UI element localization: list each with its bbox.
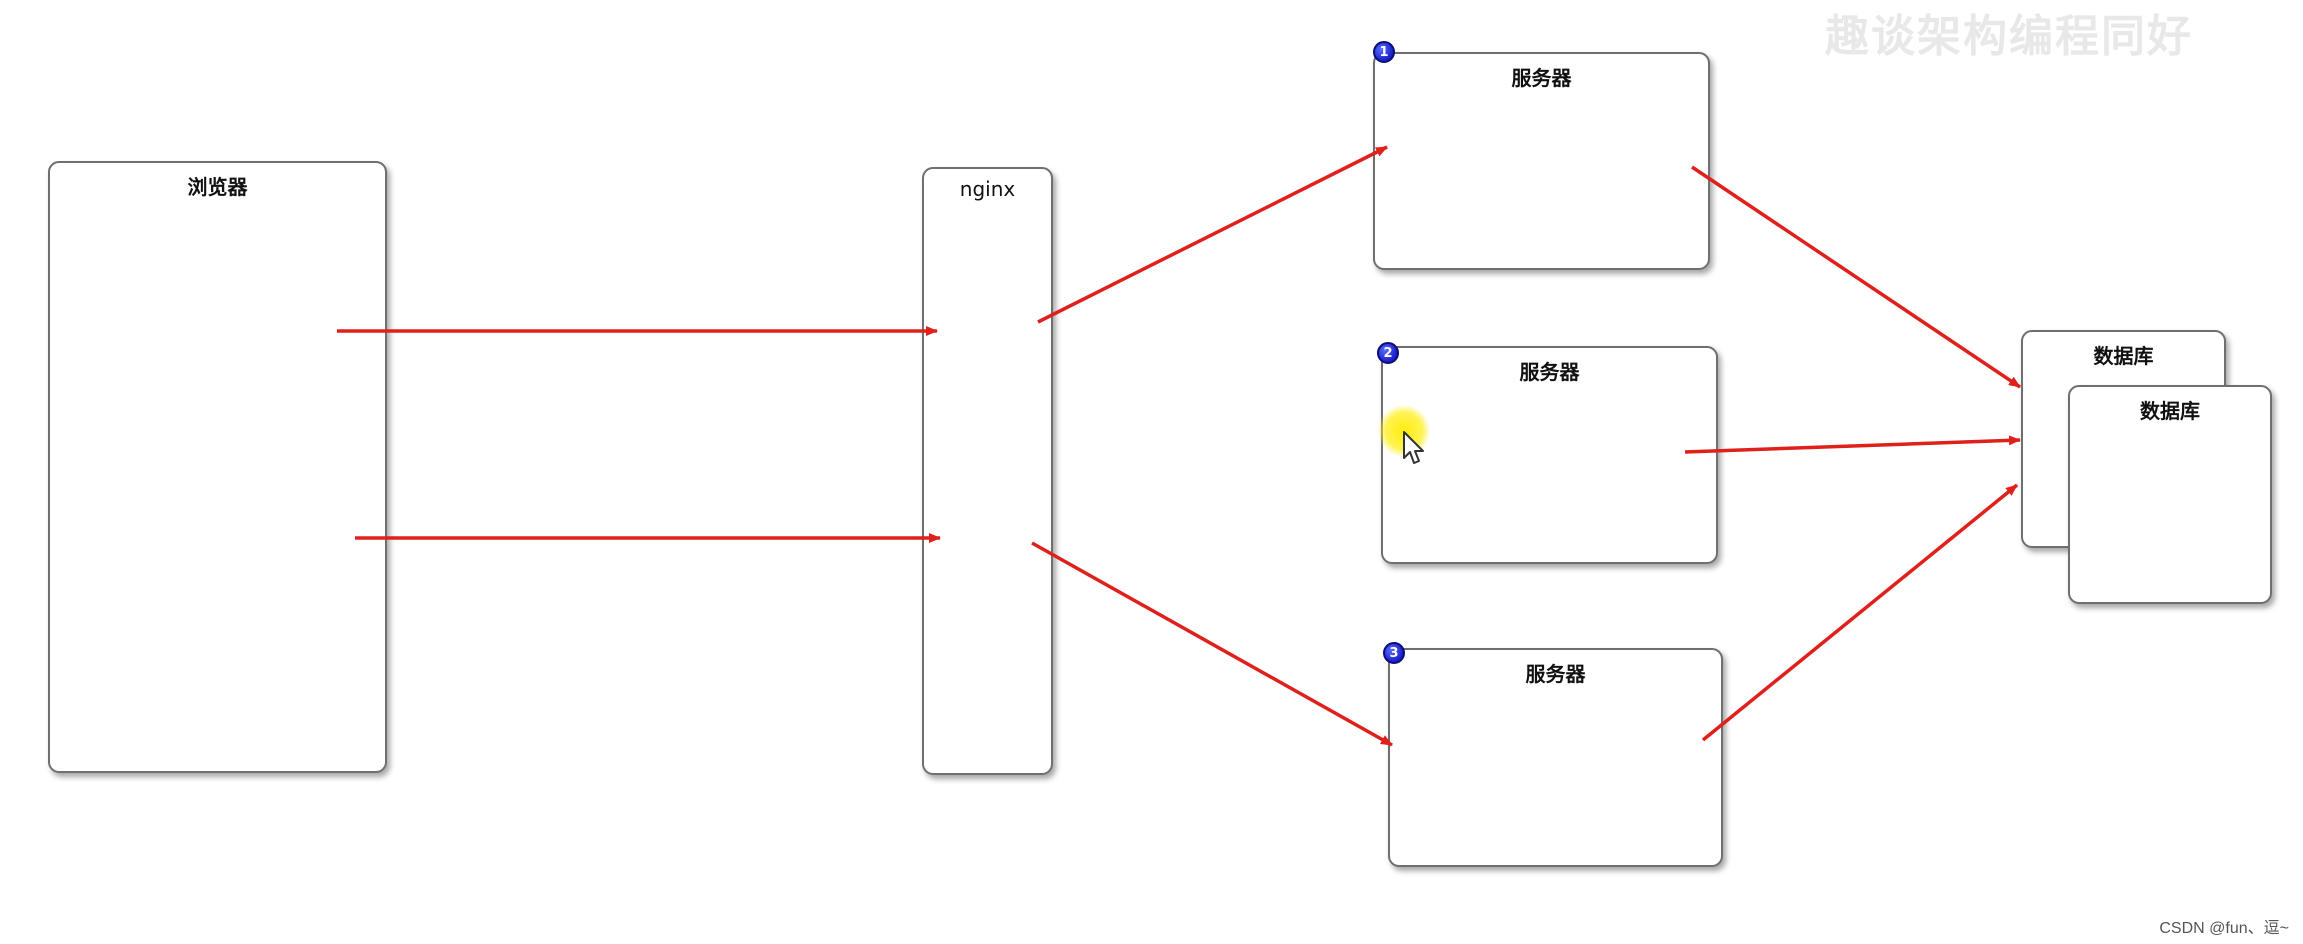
- nginx-node: nginx: [922, 167, 1053, 775]
- server-badge-1: 1: [1373, 41, 1395, 63]
- database-label-front: 数据库: [2140, 399, 2200, 423]
- arrow-server-3-to-database: [1701, 483, 2019, 742]
- mouse-pointer-icon: [1403, 431, 1424, 464]
- server-label-2: 服务器: [1519, 360, 1580, 384]
- watermark-bottom: CSDN @fun、逗~: [2159, 920, 2289, 937]
- browser-label: 浏览器: [187, 175, 248, 199]
- server-node-2: 服务器: [1381, 346, 1718, 564]
- database-label-back: 数据库: [2093, 344, 2154, 368]
- server-badge-3: 3: [1383, 642, 1405, 664]
- arrow-nginx-to-server-1: [1037, 145, 1388, 324]
- server-badge-2: 2: [1377, 342, 1399, 364]
- arrow-server-1-to-database: [1691, 165, 2021, 389]
- server-node-1: 服务器: [1373, 52, 1710, 270]
- server-label-1: 服务器: [1511, 66, 1572, 90]
- arrow-server-2-to-database: [1684, 435, 2021, 454]
- arrow-nginx-to-server-3: [1031, 541, 1393, 747]
- nginx-label: nginx: [959, 177, 1016, 201]
- watermark-top: 趣谈架构编程同好: [1825, 11, 2193, 62]
- browser-node: 浏览器: [48, 161, 387, 773]
- database-node-front: 数据库: [2068, 385, 2272, 604]
- server-label-3: 服务器: [1525, 662, 1586, 686]
- server-node-3: 服务器: [1388, 648, 1723, 867]
